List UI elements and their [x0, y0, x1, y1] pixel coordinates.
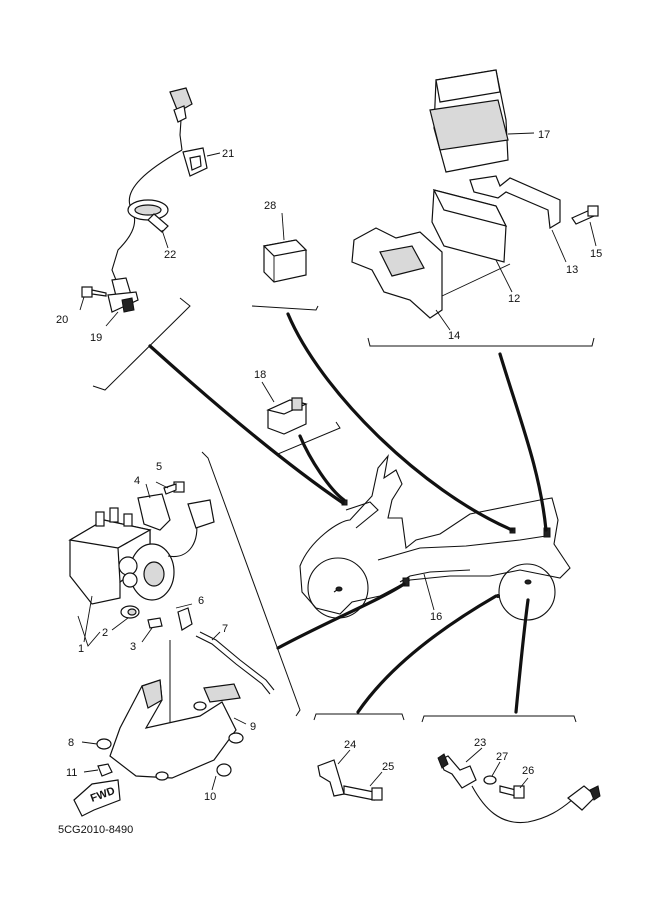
- callout-28: 28: [264, 200, 276, 212]
- group-bracket-upper-left: [92, 297, 191, 391]
- callout-24: 24: [344, 739, 356, 751]
- callout-23: 23: [474, 737, 486, 749]
- callout-14: 14: [448, 330, 460, 342]
- callout-17: 17: [538, 129, 550, 141]
- front-sensor-group: 21 22 19 20: [56, 87, 234, 344]
- group-bracket-lower-left: [201, 451, 301, 717]
- fwd-arrow-icon: [73, 779, 121, 817]
- ecu-group: 17 13 15 12 14: [351, 69, 602, 342]
- callout-8: 8: [68, 737, 74, 749]
- location-callout-lines: [148, 312, 548, 714]
- callout-18: 18: [254, 369, 266, 381]
- callout-3: 3: [130, 641, 136, 653]
- relay-28: 28: [262, 200, 308, 283]
- callout-13: 13: [566, 264, 578, 276]
- relay-18: 18: [254, 369, 308, 435]
- callout-6: 6: [198, 595, 204, 607]
- group-bracket-upper-right: [367, 337, 595, 347]
- callout-11: 11: [66, 767, 77, 779]
- callout-26: 26: [522, 765, 534, 777]
- callout-7: 7: [222, 623, 228, 635]
- callout-2: 2: [102, 627, 108, 639]
- callout-12: 12: [508, 293, 520, 305]
- callout-4: 4: [134, 475, 140, 487]
- callout-25: 25: [382, 761, 394, 773]
- rear-sensor-group: 23 27 26: [421, 715, 601, 824]
- callout-21: 21: [222, 148, 234, 160]
- callout-1: 1: [78, 643, 84, 655]
- sensor-bracket-group: 24 25: [313, 713, 405, 801]
- callout-22: 22: [164, 249, 176, 261]
- callout-20: 20: [56, 314, 68, 326]
- callout-9: 9: [250, 721, 256, 733]
- group-bracket-28: [251, 305, 319, 311]
- motorcycle-outline: 16: [299, 454, 571, 623]
- callout-5: 5: [156, 461, 162, 473]
- callout-27: 27: [496, 751, 508, 763]
- diagram-code: 5CG2010-8490: [58, 824, 133, 836]
- callout-15: 15: [590, 248, 602, 260]
- hydraulic-unit-group: 5 4 6 7 2 3 1 FWD 8 11 9 10: [66, 461, 275, 817]
- callout-19: 19: [90, 332, 102, 344]
- callout-16: 16: [430, 611, 442, 623]
- callout-10: 10: [204, 791, 216, 803]
